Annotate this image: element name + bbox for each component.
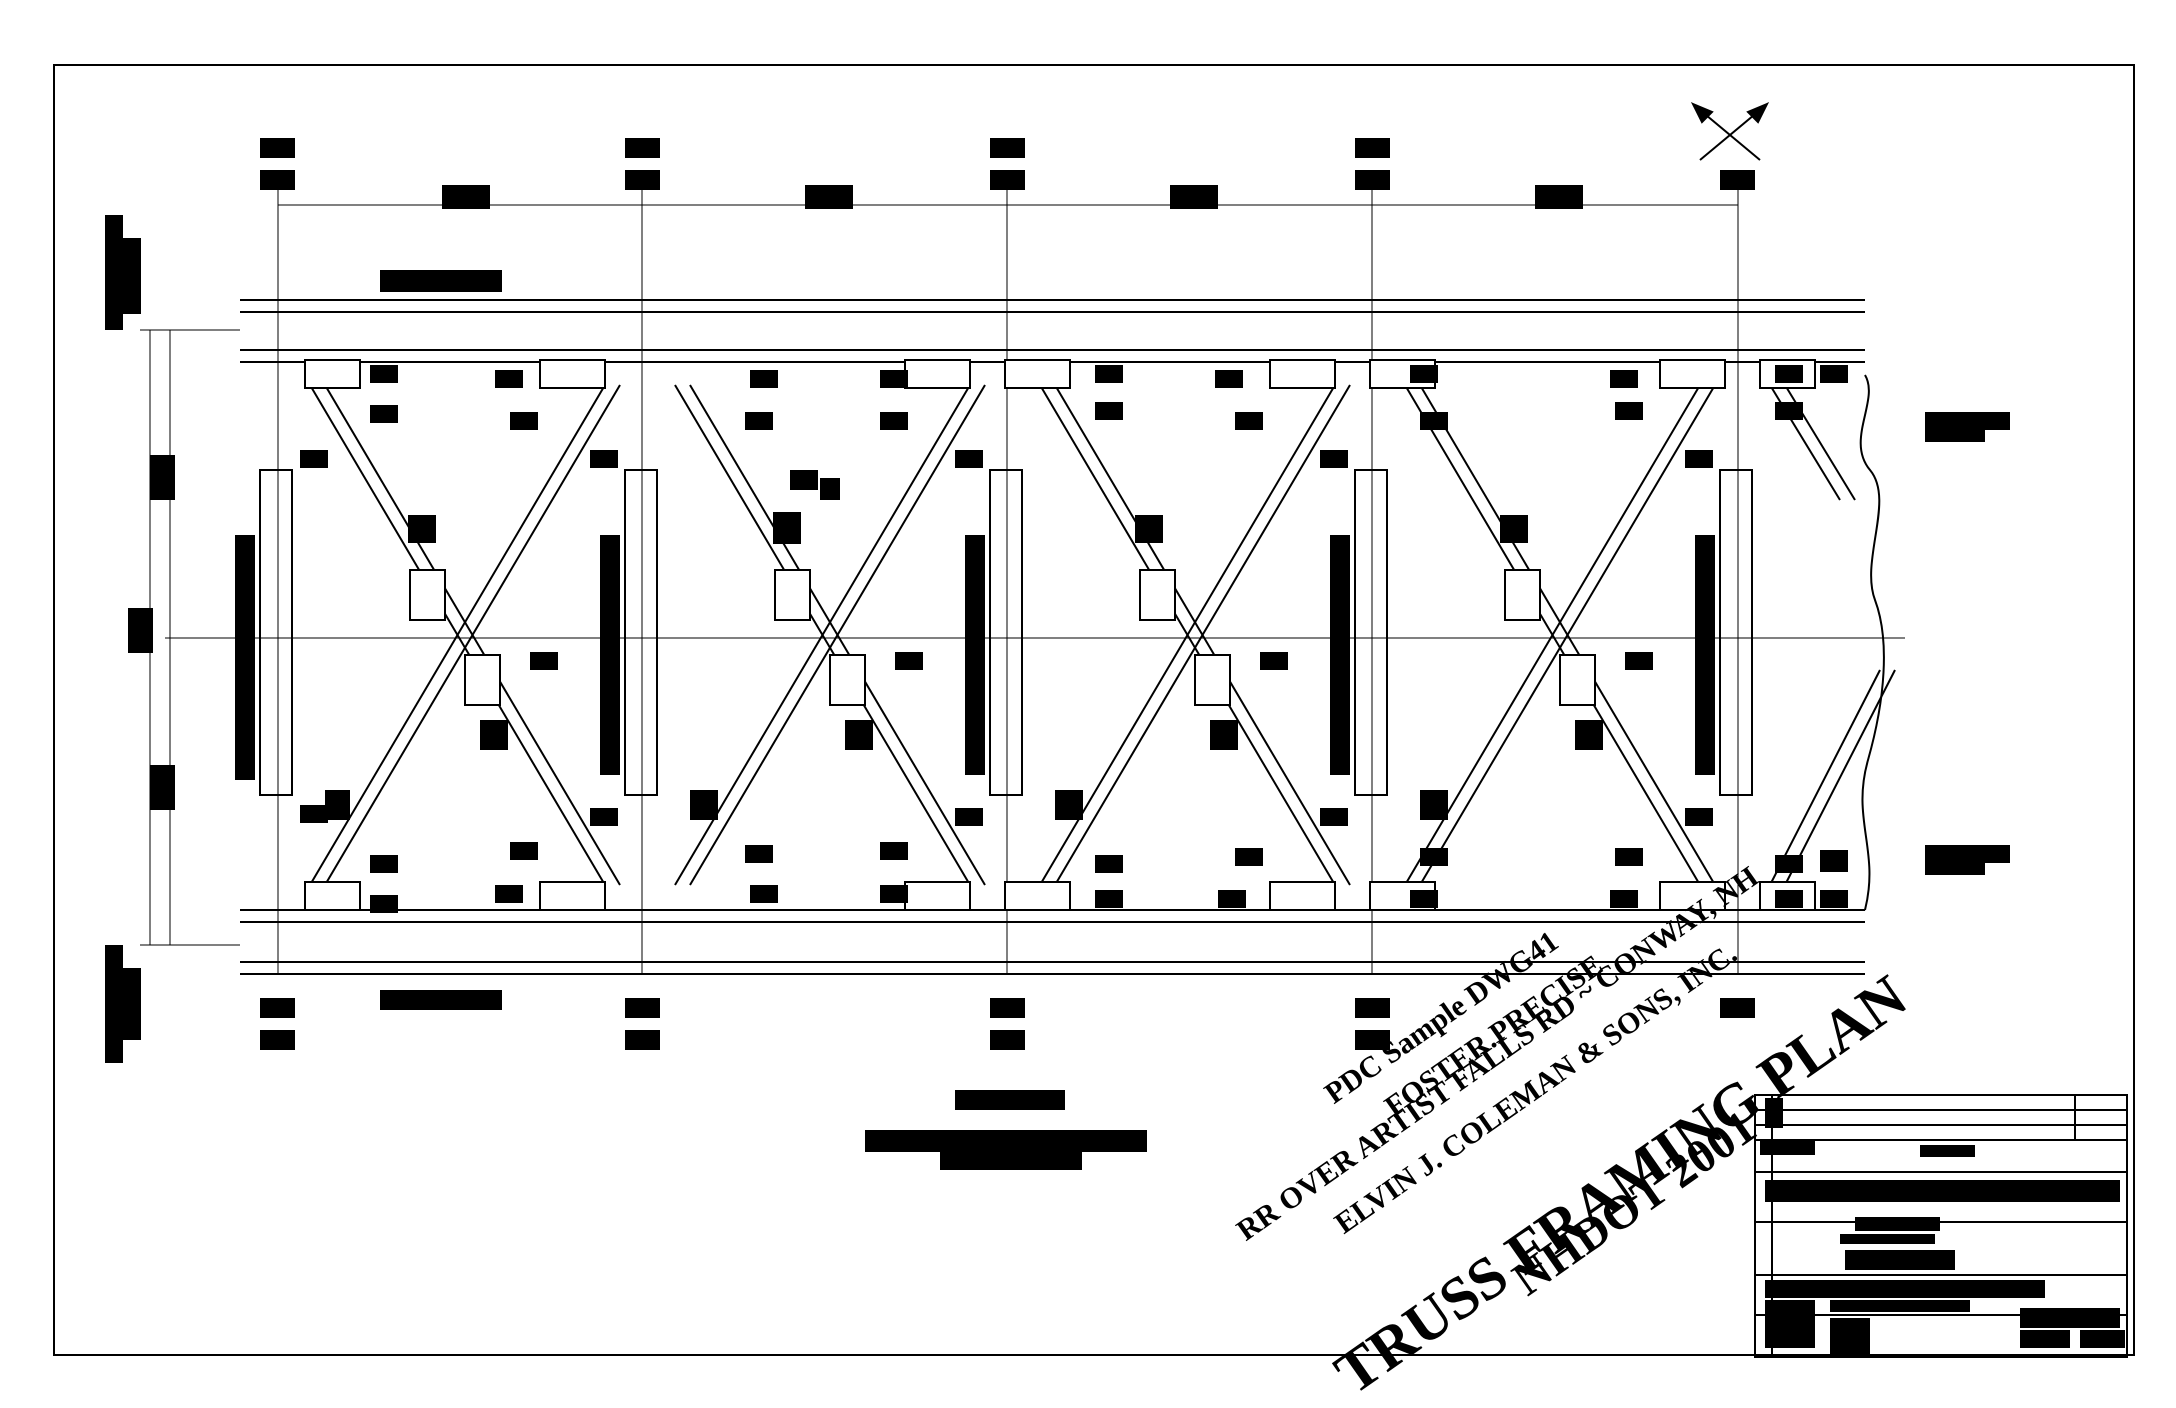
title-block-redactions	[1760, 1098, 2125, 1356]
sheet-border	[53, 64, 2135, 1356]
north-arrow-icon	[1690, 102, 1770, 161]
floor-beams	[259, 469, 1753, 796]
top-chord	[240, 299, 1865, 363]
break-line	[1859, 374, 1885, 911]
diagonal-bracing	[309, 384, 1896, 886]
gusset-plates	[304, 359, 1816, 911]
overall-dimension	[277, 190, 1739, 975]
redacted-labels[interactable]	[105, 138, 2010, 1170]
